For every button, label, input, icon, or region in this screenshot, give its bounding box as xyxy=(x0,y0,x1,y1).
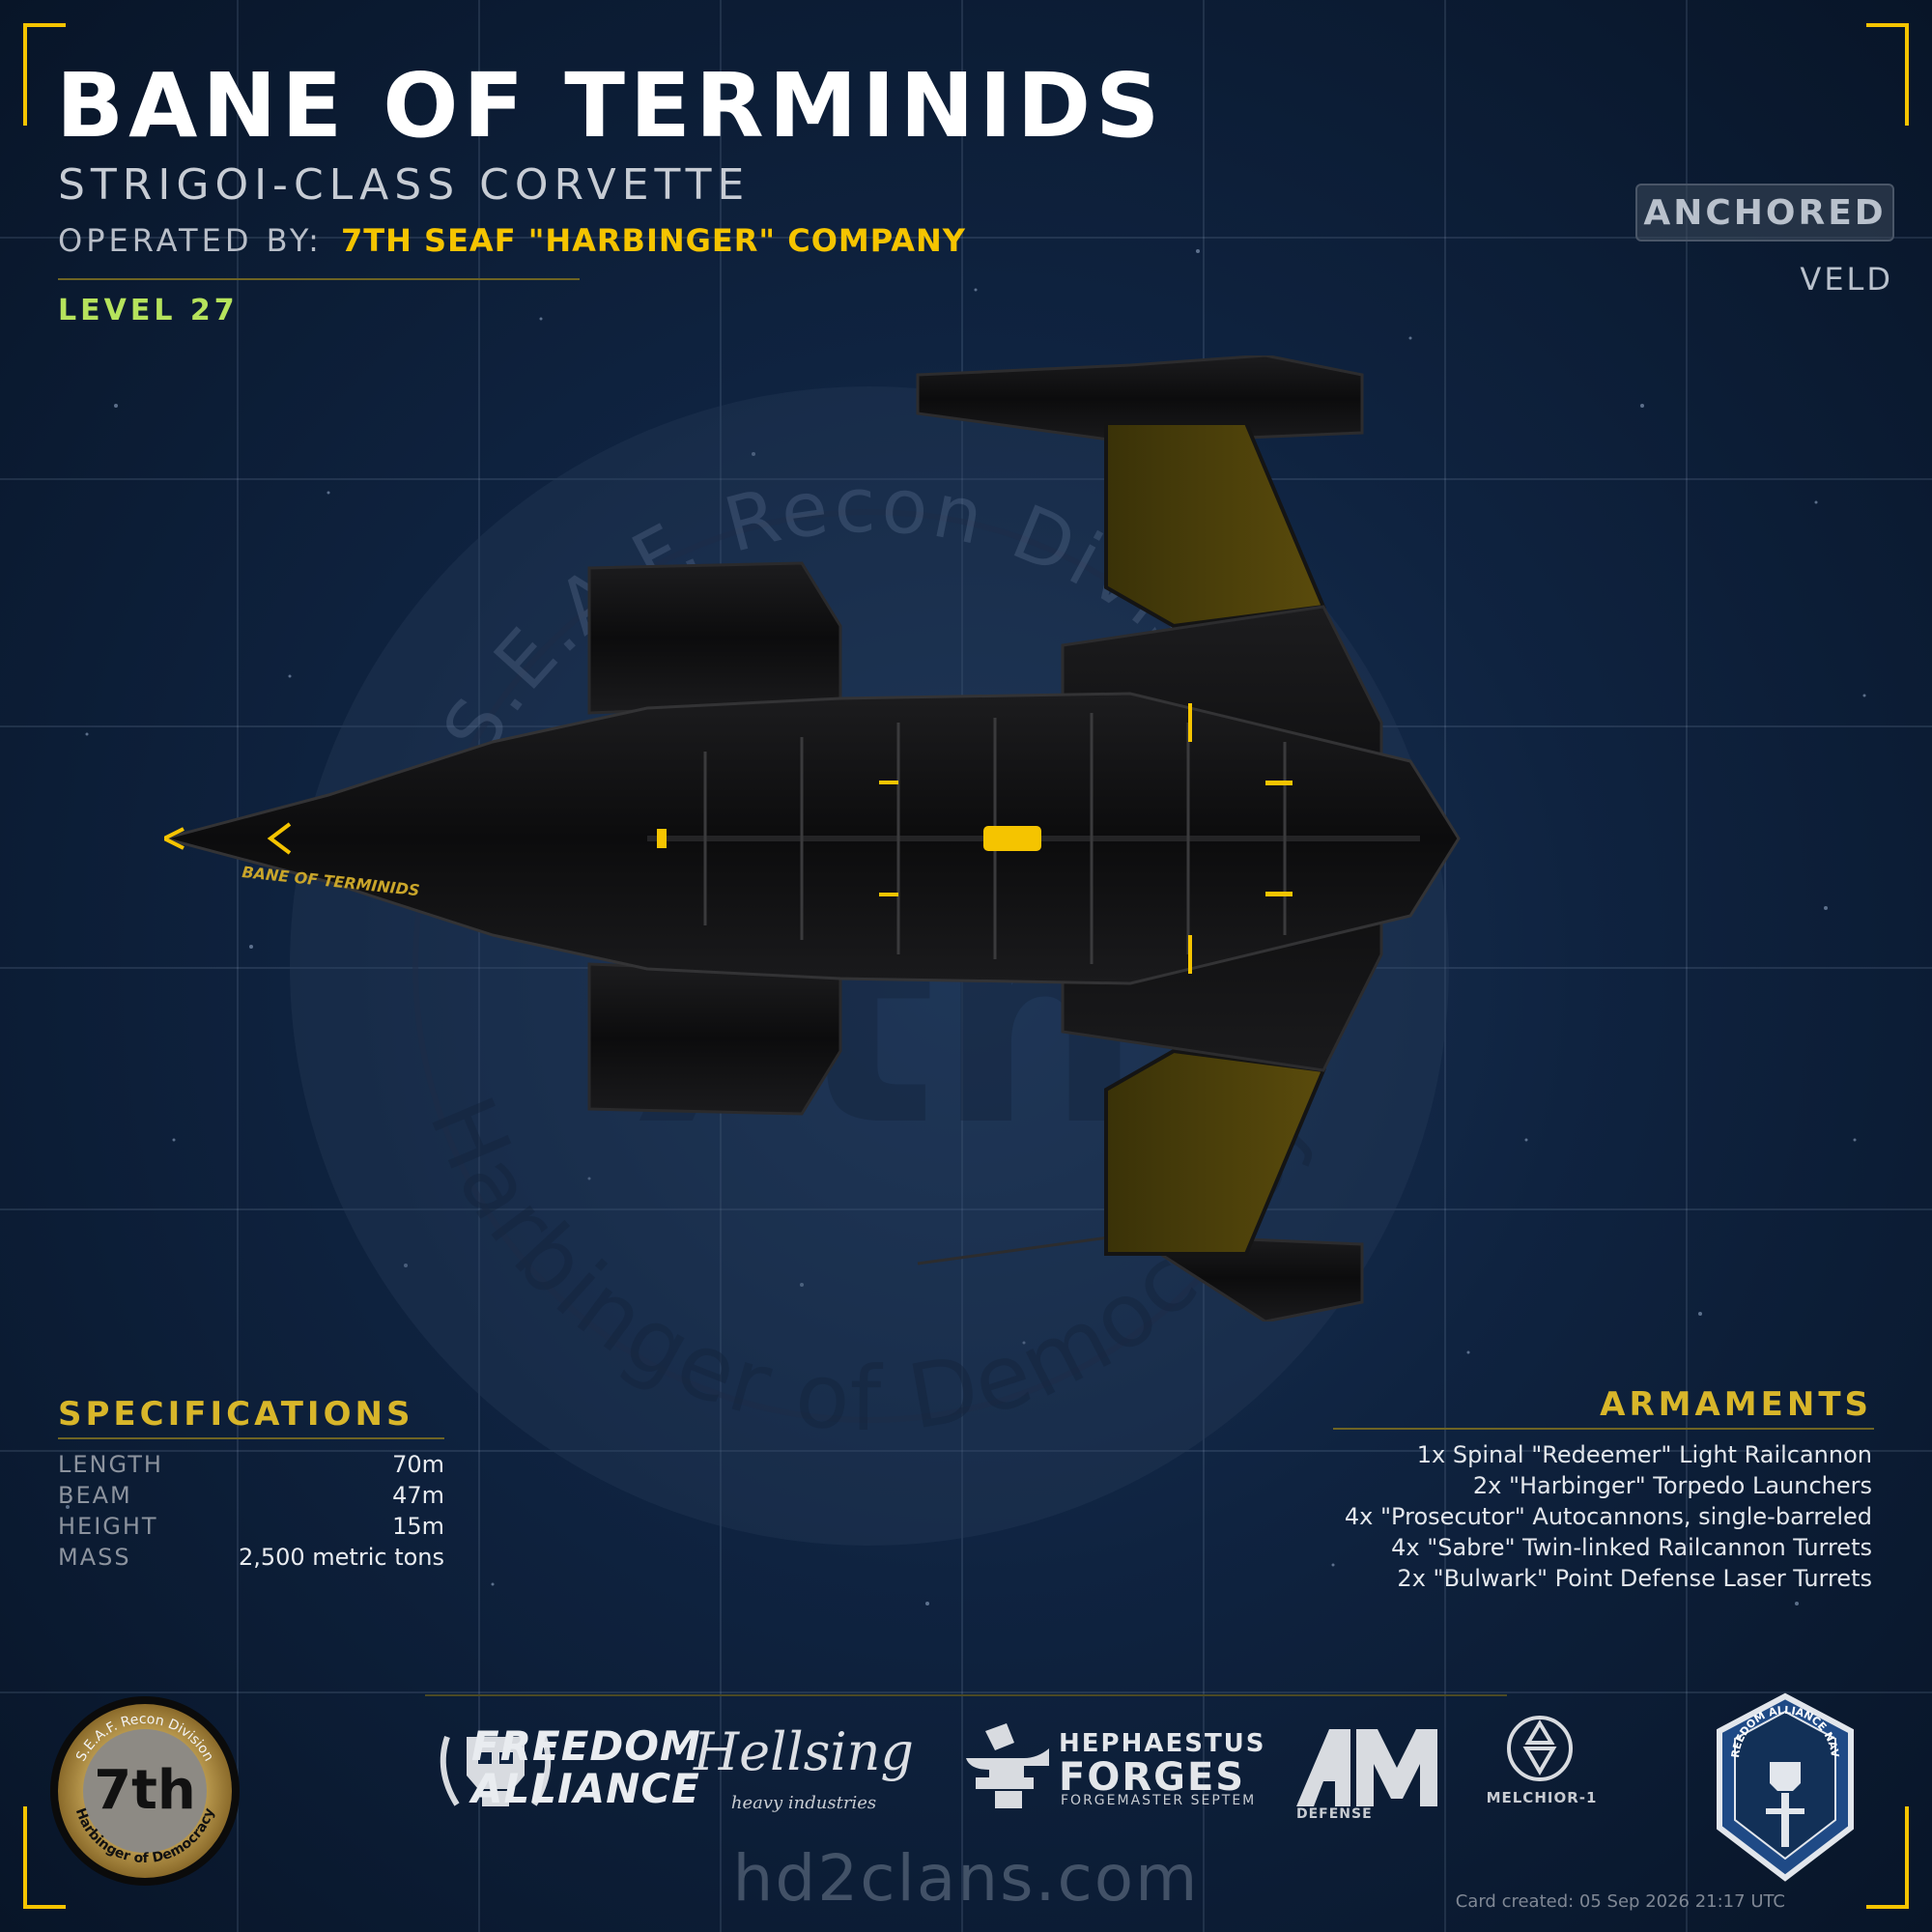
spec-value: 15m xyxy=(392,1513,444,1540)
ship-class-subtitle: STRIGOI-CLASS CORVETTE xyxy=(58,160,751,210)
footer-divider xyxy=(425,1694,1507,1696)
ship-illustration: BANE OF TERMINIDS xyxy=(164,355,1461,1321)
header-divider xyxy=(58,278,580,280)
specifications-table: LENGTH 70m BEAM 47m HEIGHT 15m MASS 2,50… xyxy=(58,1449,444,1573)
spec-label: LENGTH xyxy=(58,1451,163,1478)
card-created-timestamp: Card created: 05 Sep 2026 21:17 UTC xyxy=(1455,1891,1785,1912)
frame-corner-top-left xyxy=(23,23,66,126)
hellsing-subtitle: heavy industries xyxy=(730,1793,877,1813)
specifications-title: SPECIFICATIONS xyxy=(58,1395,414,1434)
am-subtitle: DEFENSE xyxy=(1296,1806,1373,1822)
ship-name-title: BANE OF TERMINIDS xyxy=(56,54,1165,157)
hephaestus-line3: FORGEMASTER SEPTEM xyxy=(1061,1793,1257,1808)
spec-label: MASS xyxy=(58,1544,131,1571)
armament-item: 4x "Prosecutor" Autocannons, single-barr… xyxy=(1344,1503,1872,1530)
armament-item: 2x "Bulwark" Point Defense Laser Turrets xyxy=(1397,1565,1872,1592)
freedom-alliance-skull-icon xyxy=(440,1736,552,1806)
spec-value: 70m xyxy=(392,1451,444,1478)
armaments-divider xyxy=(1333,1428,1874,1430)
spec-value: 47m xyxy=(392,1482,444,1509)
freedom-alliance-logo: FREEDOM ALLIANCE xyxy=(471,1725,701,1810)
spec-row: MASS 2,500 metric tons xyxy=(58,1542,444,1573)
planet-name: VELD xyxy=(1800,261,1893,298)
anvil-icon xyxy=(966,1723,1049,1808)
freedom-alliance-line1: FREEDOM xyxy=(471,1722,701,1770)
spec-row: LENGTH 70m xyxy=(58,1449,444,1480)
company-badge: S.E.A.F. Recon Division 7th Harbinger of… xyxy=(50,1696,240,1886)
spec-label: BEAM xyxy=(58,1482,132,1509)
armament-item: 4x "Sabre" Twin-linked Railcannon Turret… xyxy=(1391,1534,1872,1561)
operator-value: 7TH SEAF "HARBINGER" COMPANY xyxy=(341,222,966,259)
am-defense-logo: AM xyxy=(1296,1729,1437,1806)
specifications-divider xyxy=(58,1437,444,1439)
melchior-icon xyxy=(1507,1716,1573,1781)
badge-center-text: 7th xyxy=(94,1759,196,1822)
hephaestus-line1: HEPHAESTUS xyxy=(1059,1729,1266,1758)
hephaestus-line2: FORGES xyxy=(1059,1755,1246,1800)
status-badge: ANCHORED xyxy=(1635,184,1894,242)
melchior-name: MELCHIOR-1 xyxy=(1486,1789,1598,1806)
frame-corner-top-right xyxy=(1866,23,1909,126)
spec-row: BEAM 47m xyxy=(58,1480,444,1511)
frame-corner-bottom-right xyxy=(1866,1806,1909,1909)
armaments-list: 1x Spinal "Redeemer" Light Railcannon 2x… xyxy=(1273,1439,1872,1594)
spec-label: HEIGHT xyxy=(58,1513,158,1540)
freedom-alliance-navy-icon: FREEDOM ALLIANCE NAVY xyxy=(1716,1692,1854,1882)
spec-row: HEIGHT 15m xyxy=(58,1511,444,1542)
freedom-alliance-line2: ALLIANCE xyxy=(471,1765,700,1812)
spec-value: 2,500 metric tons xyxy=(238,1544,444,1571)
armament-item: 2x "Harbinger" Torpedo Launchers xyxy=(1472,1472,1872,1499)
hellsing-logo: Hellsing xyxy=(694,1721,914,1782)
operator-label: OPERATED BY: xyxy=(58,222,323,259)
armaments-title: ARMAMENTS xyxy=(1600,1385,1872,1424)
site-url: hd2clans.com xyxy=(732,1841,1200,1916)
frame-corner-bottom-left xyxy=(23,1806,66,1909)
armament-item: 1x Spinal "Redeemer" Light Railcannon xyxy=(1416,1441,1872,1468)
operator-line: OPERATED BY: 7TH SEAF "HARBINGER" COMPAN… xyxy=(58,222,966,259)
level-badge: LEVEL 27 xyxy=(58,294,239,327)
